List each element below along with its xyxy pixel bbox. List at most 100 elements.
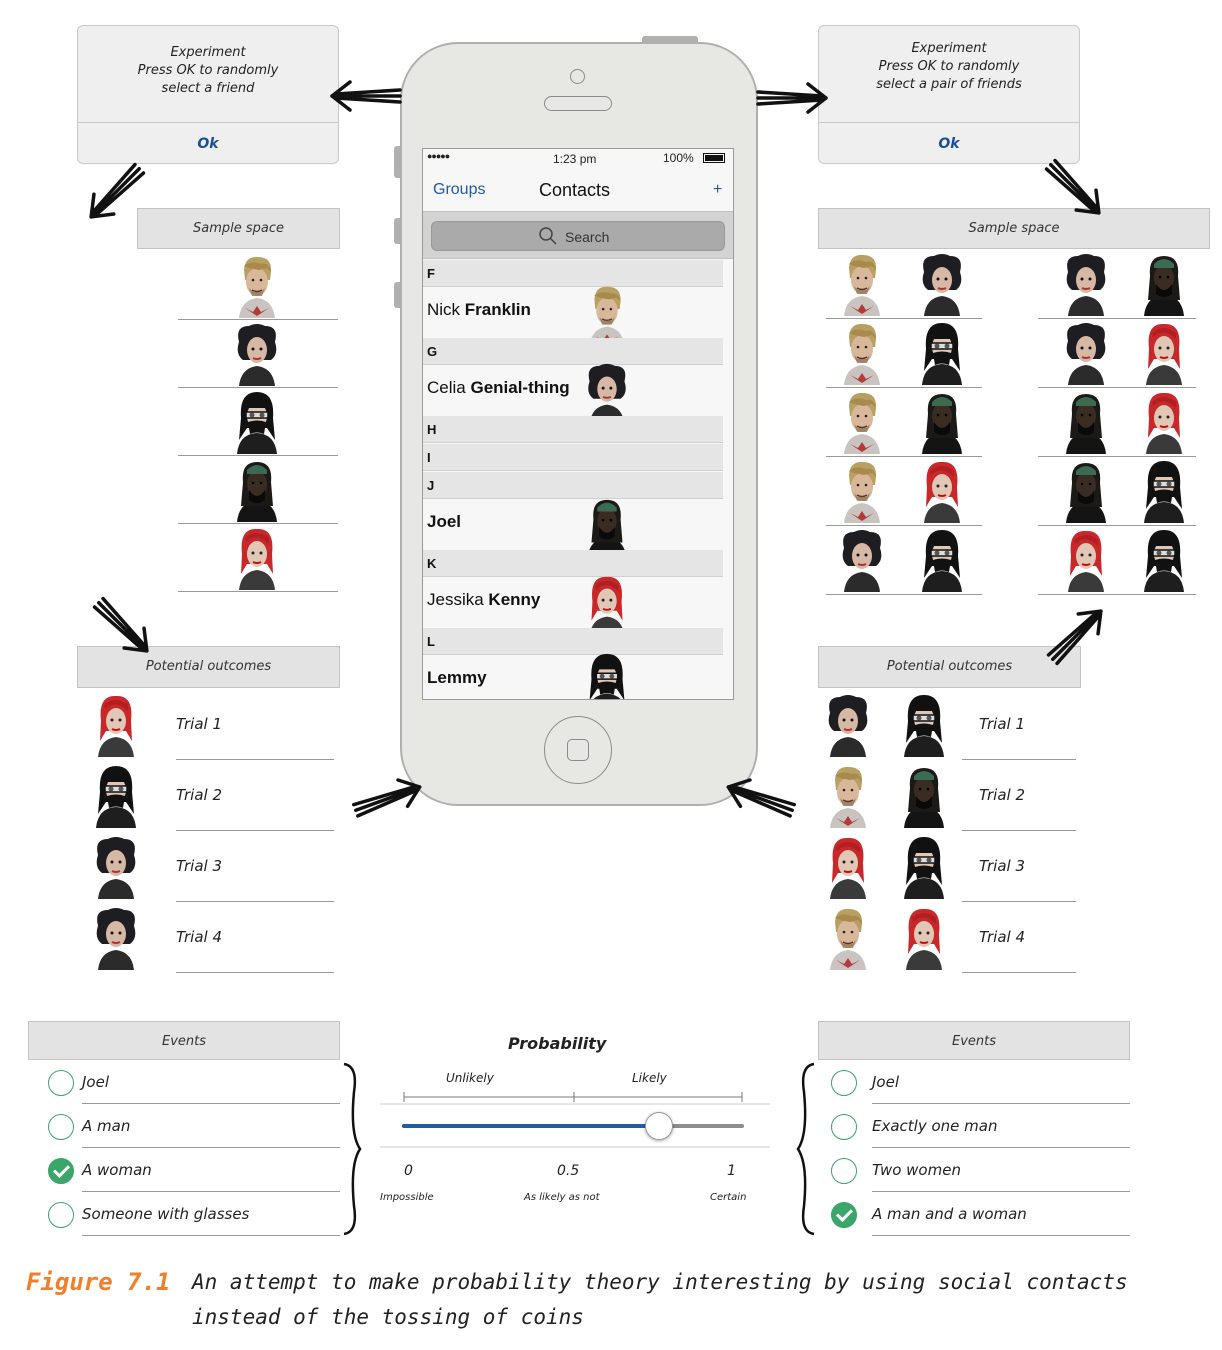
event-label: A woman xyxy=(82,1161,152,1179)
row-divider xyxy=(82,1147,340,1148)
status-signal: ●●●●● xyxy=(427,151,450,161)
home-button[interactable] xyxy=(544,716,612,784)
event-label: Joel xyxy=(872,1073,899,1091)
contact-first-name: Celia xyxy=(427,378,471,397)
tick-value-0: 0 xyxy=(404,1163,413,1179)
event-label: A man xyxy=(82,1117,131,1135)
figure-caption-line: instead of the tossing of coins xyxy=(192,1305,584,1329)
phone-speaker xyxy=(544,96,612,111)
nick-avatar-icon xyxy=(579,282,635,346)
event-radio[interactable] xyxy=(48,1070,74,1096)
contact-first-name: Nick xyxy=(427,300,465,319)
event-label: Exactly one man xyxy=(872,1117,998,1135)
lemmy-avatar-icon xyxy=(916,319,968,385)
nick-avatar-icon xyxy=(836,319,888,385)
contact-last-name: Lemmy xyxy=(427,668,487,687)
ok-button[interactable]: Ok xyxy=(938,136,960,152)
trial-label: Trial 2 xyxy=(176,786,223,804)
joel-avatar-icon xyxy=(1138,250,1190,316)
joel-avatar-icon xyxy=(1060,457,1112,523)
trial-label: Trial 1 xyxy=(176,715,223,733)
arrow-icon xyxy=(720,768,809,833)
left-experiment-dialog: Experiment Press OK to randomly select a… xyxy=(77,25,339,164)
joel-avatar-icon xyxy=(231,456,283,522)
event-radio[interactable] xyxy=(831,1114,857,1140)
row-divider xyxy=(962,759,1076,760)
row-divider xyxy=(826,525,982,526)
row-divider xyxy=(872,1191,1130,1192)
tick-caption-as-likely: As likely as not xyxy=(524,1192,600,1203)
ok-button[interactable]: Ok xyxy=(197,136,219,152)
section-header-j: J xyxy=(423,472,723,499)
trial-label: Trial 1 xyxy=(979,715,1026,733)
right-potential-outcomes-header: Potential outcomes xyxy=(818,646,1081,688)
contact-row[interactable]: Jessika Kenny xyxy=(427,590,727,610)
nick-avatar-icon xyxy=(836,388,888,454)
celia-avatar-icon xyxy=(90,904,142,970)
arrow-icon xyxy=(748,78,828,118)
event-label: Someone with glasses xyxy=(82,1205,250,1223)
section-header-f: F xyxy=(423,260,723,287)
phone-screen: ●●●●● 1:23 pm 100% Groups Contacts + Sea… xyxy=(422,148,734,700)
nick-avatar-icon xyxy=(822,904,874,970)
nick-avatar-icon xyxy=(836,457,888,523)
row-divider xyxy=(178,387,338,388)
row-divider xyxy=(82,1103,340,1104)
lemmy-avatar-icon xyxy=(231,388,283,454)
contact-last-name: Kenny xyxy=(488,590,541,609)
nick-avatar-icon xyxy=(836,250,888,316)
contact-last-name: Joel xyxy=(427,512,462,531)
contact-row[interactable]: Joel xyxy=(427,512,727,532)
row-divider xyxy=(872,1103,1130,1104)
phone-side-button xyxy=(394,282,401,308)
nick-avatar-icon xyxy=(822,762,874,828)
event-radio[interactable] xyxy=(831,1070,857,1096)
celia-avatar-icon xyxy=(1060,319,1112,385)
status-time: 1:23 pm xyxy=(553,152,597,166)
dialog-message: Experiment Press OK to randomly select a… xyxy=(78,26,338,122)
row-divider xyxy=(1038,318,1196,319)
row-divider xyxy=(872,1235,1130,1236)
search-placeholder: Search xyxy=(565,229,610,245)
dialog-line: Experiment xyxy=(170,45,246,60)
joel-avatar-icon xyxy=(579,494,635,558)
event-radio[interactable] xyxy=(831,1202,857,1228)
phone-top-button xyxy=(642,36,698,43)
lemmy-avatar-icon xyxy=(579,650,635,700)
search-icon xyxy=(539,227,557,245)
right-experiment-dialog: Experiment Press OK to randomly select a… xyxy=(818,25,1080,164)
tick-value-1: 1 xyxy=(727,1163,736,1179)
celia-avatar-icon xyxy=(579,360,635,424)
row-divider xyxy=(178,523,338,524)
figure-label: Figure 7.1 xyxy=(26,1268,171,1296)
contact-row[interactable]: Celia Genial-thing xyxy=(427,378,727,398)
nav-groups-link[interactable]: Groups xyxy=(433,181,486,198)
joel-avatar-icon xyxy=(1060,388,1112,454)
contact-row[interactable]: Nick Franklin xyxy=(427,300,727,320)
celia-avatar-icon xyxy=(822,691,874,757)
battery-icon xyxy=(703,153,725,163)
section-header-l: L xyxy=(423,628,723,655)
jessika-avatar-icon xyxy=(579,572,635,636)
event-radio[interactable] xyxy=(48,1114,74,1140)
event-radio[interactable] xyxy=(48,1158,74,1184)
slider-thumb[interactable] xyxy=(644,1112,673,1140)
probability-scale xyxy=(380,1092,770,1148)
status-battery: 100% xyxy=(663,151,694,165)
contact-row[interactable]: Lemmy xyxy=(427,668,727,688)
event-label: Joel xyxy=(82,1073,109,1091)
row-divider xyxy=(82,1235,340,1236)
event-radio[interactable] xyxy=(48,1202,74,1228)
event-radio[interactable] xyxy=(831,1158,857,1184)
add-contact-button[interactable]: + xyxy=(713,181,723,198)
row-divider xyxy=(826,387,982,388)
dialog-message: Experiment Press OK to randomly select a… xyxy=(819,26,1079,122)
jessika-avatar-icon xyxy=(822,833,874,899)
row-divider xyxy=(826,456,982,457)
search-input[interactable] xyxy=(431,221,725,251)
row-divider xyxy=(1038,456,1196,457)
phone-side-button xyxy=(394,146,401,178)
celia-avatar-icon xyxy=(836,526,888,592)
dialog-line: Press OK to randomly xyxy=(878,59,1020,74)
jessika-avatar-icon xyxy=(1138,388,1190,454)
